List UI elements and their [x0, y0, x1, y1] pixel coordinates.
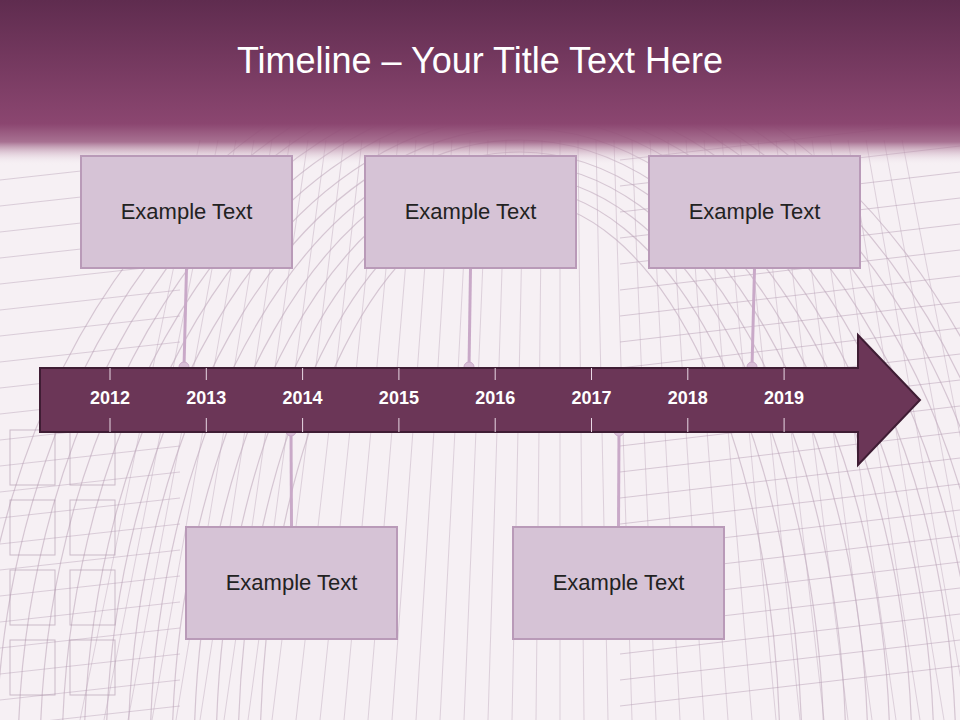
header-band	[0, 0, 960, 165]
event-box: Example Text	[512, 526, 725, 640]
event-box: Example Text	[80, 155, 293, 269]
year-label: 2016	[475, 388, 515, 409]
leader-line	[469, 269, 471, 367]
event-text: Example Text	[689, 199, 821, 225]
year-label: 2018	[668, 388, 708, 409]
slide-title: Timeline – Your Title Text Here	[0, 40, 960, 82]
event-box: Example Text	[364, 155, 577, 269]
year-label: 2013	[186, 388, 226, 409]
leader-line	[617, 431, 621, 526]
event-text: Example Text	[121, 199, 253, 225]
event-box: Example Text	[648, 155, 861, 269]
year-ticks	[110, 368, 784, 432]
year-label: 2019	[764, 388, 804, 409]
leader-line	[184, 269, 187, 367]
leader-line	[752, 269, 755, 367]
event-text: Example Text	[405, 199, 537, 225]
event-box: Example Text	[185, 526, 398, 640]
timeline-arrow	[40, 335, 920, 465]
year-label: 2017	[571, 388, 611, 409]
event-text: Example Text	[553, 570, 685, 596]
leader-line	[290, 431, 294, 526]
year-label: 2014	[283, 388, 323, 409]
event-text: Example Text	[226, 570, 358, 596]
year-label: 2012	[90, 388, 130, 409]
year-label: 2015	[379, 388, 419, 409]
